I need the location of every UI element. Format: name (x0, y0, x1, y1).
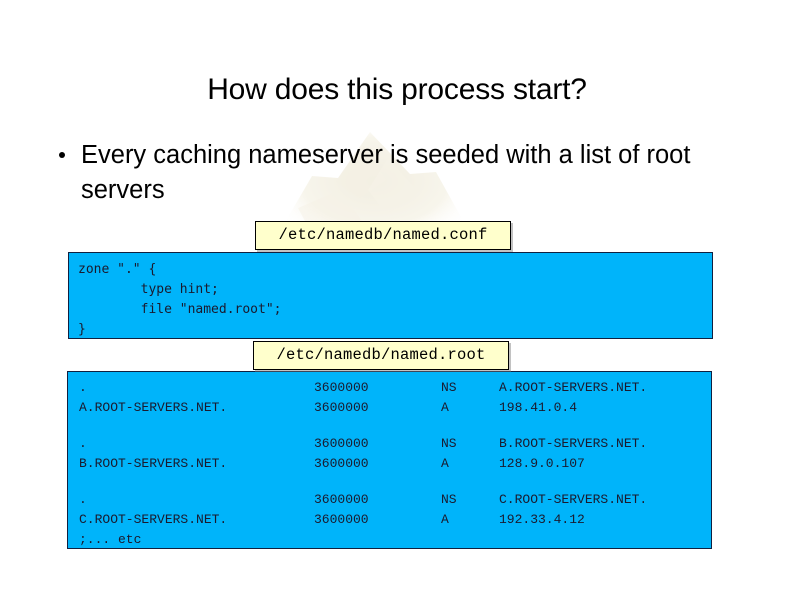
dns-record-ttl: 3600000 (314, 456, 369, 471)
dns-record-value: C.ROOT-SERVERS.NET. (499, 492, 648, 507)
dns-record-row: . 3600000 NS B.ROOT-SERVERS.NET. (68, 434, 711, 454)
dns-record-value: 128.9.0.107 (499, 456, 585, 471)
dns-record-value: 198.41.0.4 (499, 400, 578, 415)
dns-record-ttl: 3600000 (314, 436, 369, 451)
bullet-dot-icon (59, 152, 65, 158)
dns-record-row: . 3600000 NS C.ROOT-SERVERS.NET. (68, 490, 711, 510)
dns-record-type: NS (441, 492, 457, 507)
dns-record-type: NS (441, 380, 457, 395)
dns-record-ttl: 3600000 (314, 380, 369, 395)
dns-record-name: . (79, 380, 87, 395)
dns-record-value: A.ROOT-SERVERS.NET. (499, 380, 648, 395)
named-conf-code-text: zone "." { type hint; file "named.root";… (78, 262, 282, 337)
dns-record-ttl: 3600000 (314, 400, 369, 415)
dns-record-type: A (441, 400, 449, 415)
named-conf-code-panel: zone "." { type hint; file "named.root";… (68, 252, 713, 339)
dns-record-row: A.ROOT-SERVERS.NET. 3600000 A 198.41.0.4 (68, 398, 711, 418)
dns-record-name: C.ROOT-SERVERS.NET. (79, 512, 228, 527)
dns-record-ttl: 3600000 (314, 512, 369, 527)
file-label-named-root: /etc/namedb/named.root (253, 341, 509, 370)
bullet-list: Every caching nameserver is seeded with … (56, 138, 756, 208)
dns-record-name: . (79, 492, 87, 507)
dns-record-value: B.ROOT-SERVERS.NET. (499, 436, 648, 451)
dns-record-type: A (441, 512, 449, 527)
dns-record-type: A (441, 456, 449, 471)
page-title: How does this process start? (207, 73, 587, 107)
dns-record-row: C.ROOT-SERVERS.NET. 3600000 A 192.33.4.12 (68, 510, 711, 530)
file-label-named-conf: /etc/namedb/named.conf (255, 221, 511, 250)
dns-record-name: . (79, 436, 87, 451)
dns-record-value: 192.33.4.12 (499, 512, 585, 527)
bullet-item-text: Every caching nameserver is seeded with … (81, 141, 691, 204)
dns-record-row: B.ROOT-SERVERS.NET. 3600000 A 128.9.0.107 (68, 454, 711, 474)
dns-record-name: A.ROOT-SERVERS.NET. (79, 400, 228, 415)
dns-record-type: NS (441, 436, 457, 451)
dns-record-name: B.ROOT-SERVERS.NET. (79, 456, 228, 471)
dns-record-ttl: 3600000 (314, 492, 369, 507)
dns-record-row-comment: ;... etc (68, 530, 711, 550)
dns-record-row: . 3600000 NS A.ROOT-SERVERS.NET. (68, 378, 711, 398)
dns-trailing-comment: ;... etc (79, 532, 142, 547)
